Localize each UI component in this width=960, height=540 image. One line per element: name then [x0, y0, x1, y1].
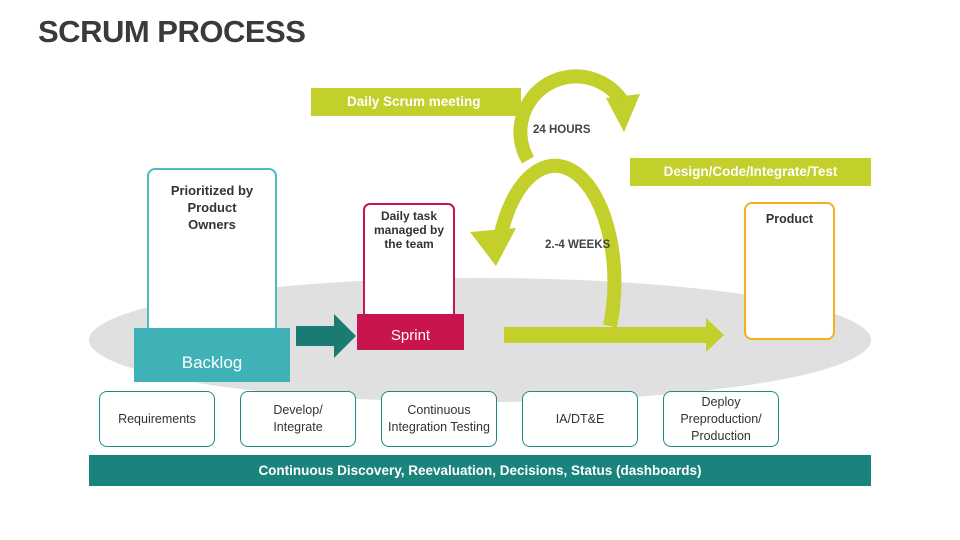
right-arrow-icon — [706, 318, 724, 352]
step-deploy: Deploy Preproduction/ Production — [663, 391, 779, 447]
sprint-cycle-banner: Design/Code/Integrate/Test — [630, 158, 871, 186]
page-title: SCRUM PROCESS — [38, 14, 306, 49]
step-label: Requirements — [118, 411, 196, 426]
sprint-cycle-arrow — [493, 158, 622, 328]
daily-cycle-arrowhead — [606, 94, 640, 132]
backlog-card: Prioritized by Product Owners — [147, 168, 277, 338]
step-label: Develop/ Integrate — [273, 403, 323, 434]
daily-cycle-arrow — [513, 69, 631, 164]
sprint-cycle-label: 2.-4 WEEKS — [545, 239, 611, 251]
step-ia-dte: IA/DT&E — [522, 391, 638, 447]
backlog-caption: Prioritized by Product Owners — [170, 183, 254, 232]
step-integration-testing: Continuous Integration Testing — [381, 391, 497, 447]
step-label: Continuous Integration Testing — [388, 403, 490, 434]
sprint-card: Daily task managed by the team — [363, 203, 455, 321]
cycle-exit-bar — [504, 327, 709, 343]
product-label: Product — [765, 212, 814, 226]
sprint-caption: Daily task managed by the team — [373, 209, 445, 251]
sprint-label: Sprint — [357, 314, 464, 350]
step-requirements: Requirements — [99, 391, 215, 447]
daily-cycle-label: 24 HOURS — [533, 124, 591, 136]
sprint-cycle-arrowhead — [470, 228, 516, 266]
backlog-label: Backlog — [134, 328, 290, 382]
product-card: Product — [744, 202, 835, 340]
step-develop-integrate: Develop/ Integrate — [240, 391, 356, 447]
backlog-to-sprint-arrow — [296, 326, 334, 346]
step-label: Deploy Preproduction/ Production — [680, 394, 762, 443]
right-arrow-icon — [334, 314, 356, 358]
footer-bar: Continuous Discovery, Reevaluation, Deci… — [89, 455, 871, 486]
daily-meeting-banner: Daily Scrum meeting — [311, 88, 521, 116]
step-label: IA/DT&E — [555, 411, 605, 426]
